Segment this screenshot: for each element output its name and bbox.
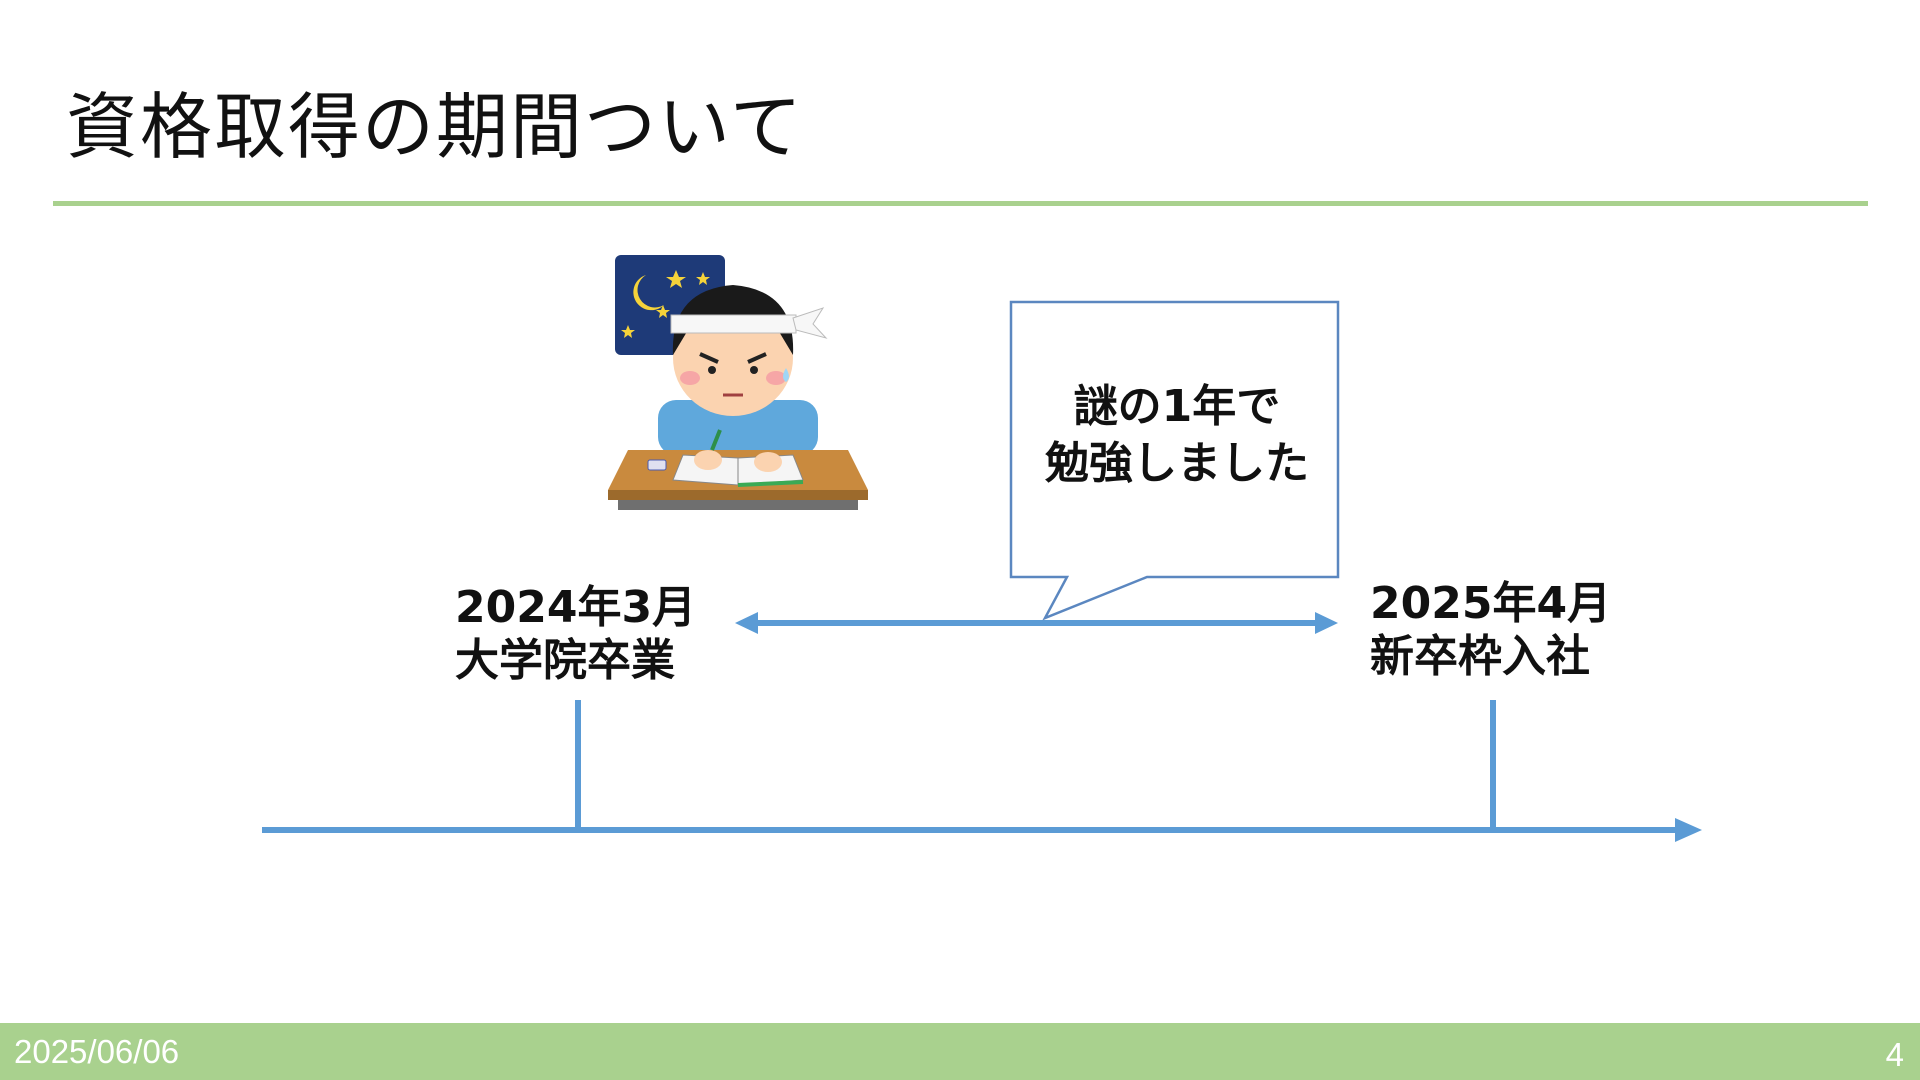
- footer-bar: [0, 1023, 1920, 1080]
- callout-bubble: [1009, 300, 1340, 621]
- timeline-start-label: 2024年3月 大学院卒業: [455, 582, 696, 688]
- end-date: 2025年4月: [1370, 578, 1612, 629]
- footer-date: 2025/06/06: [14, 1033, 180, 1070]
- start-event: 大学院卒業: [455, 634, 675, 686]
- timeline-end-label: 2025年4月 新卒枠入社: [1370, 578, 1611, 684]
- start-date: 2024年3月: [455, 582, 697, 633]
- callout-line-1: 謎の1年で: [1073, 381, 1281, 432]
- timeline-arrowhead: [1675, 818, 1702, 842]
- title-divider: [53, 201, 1868, 206]
- callout-text: 謎の1年で 勉強しました: [1012, 378, 1342, 492]
- span-arrowhead-left: [735, 612, 758, 634]
- span-arrowhead-right: [1315, 612, 1338, 634]
- end-event: 新卒枠入社: [1370, 630, 1590, 682]
- callout-line-2: 勉強しました: [1045, 438, 1309, 490]
- slide-title: 資格取得の期間ついて: [66, 85, 804, 169]
- page-number: 4: [1885, 1036, 1904, 1073]
- studying-student-icon: [608, 255, 868, 510]
